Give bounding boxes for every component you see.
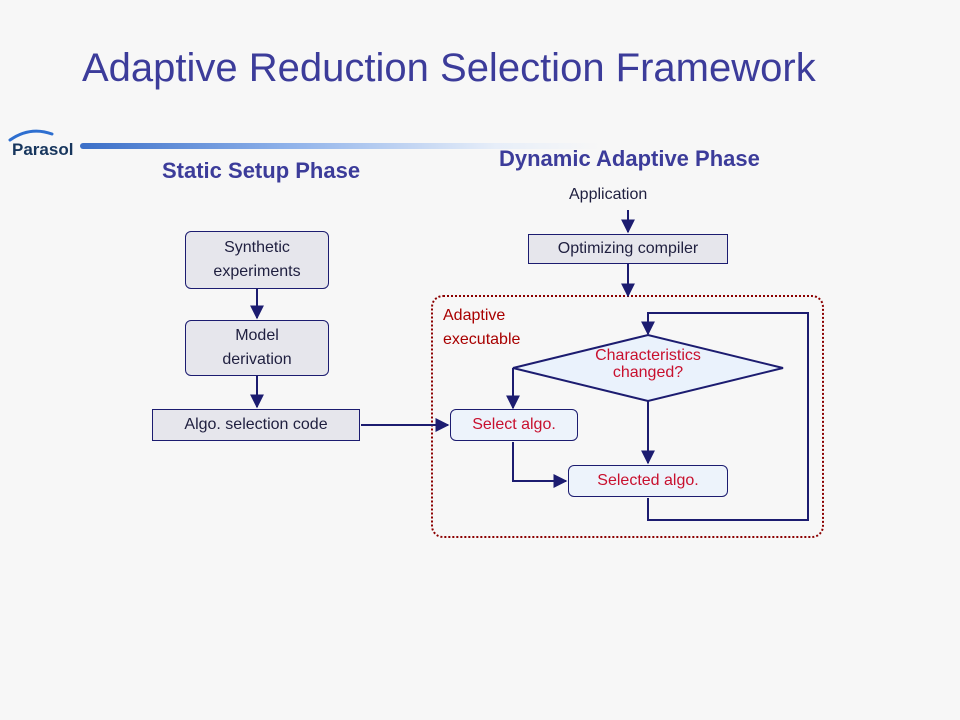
static-phase-title: Static Setup Phase — [162, 158, 361, 183]
adaptive-executable-label: Adaptive executable — [443, 307, 521, 348]
algo-selection-code-node: Algo. selection code — [152, 409, 360, 441]
model-derivation-node: Model derivation — [185, 320, 329, 376]
parasol-logo: Parasol — [8, 129, 73, 159]
logo-text: Parasol — [12, 140, 73, 159]
select-algo-node: Select algo. — [450, 409, 578, 441]
optimizing-compiler-node: Optimizing compiler — [528, 234, 728, 264]
synthetic-experiments-node: Synthetic experiments — [185, 231, 329, 289]
dynamic-phase-title: Dynamic Adaptive Phase — [499, 146, 760, 171]
decision-diamond — [512, 333, 784, 403]
slide-title: Adaptive Reduction Selection Framework — [82, 46, 816, 90]
selected-algo-node: Selected algo. — [568, 465, 728, 497]
application-label: Application — [569, 186, 648, 203]
decision-label: Characteristics changed? — [595, 347, 701, 381]
arrow-select-to-selected — [512, 442, 568, 488]
title-divider — [80, 143, 600, 149]
loop-back-arrow — [641, 312, 809, 521]
